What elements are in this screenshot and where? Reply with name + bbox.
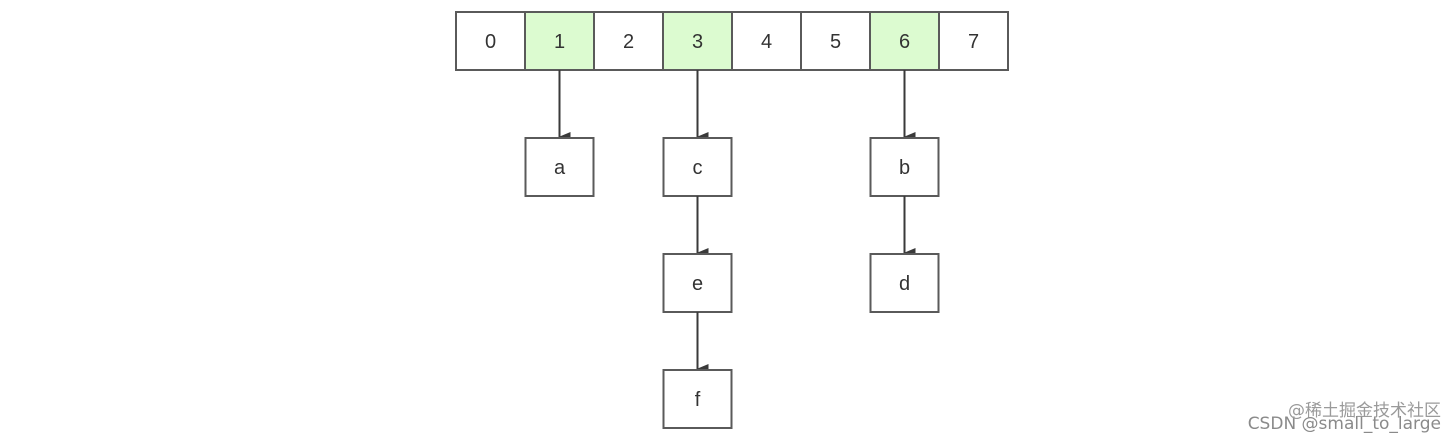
bucket-cell-3: 3 (662, 11, 733, 71)
bucket-cell-box (593, 11, 664, 71)
bucket-index-label: 5 (830, 31, 841, 53)
chain-node-box (524, 137, 595, 197)
chain-node-box (869, 137, 940, 197)
bucket-cell-box (938, 11, 1009, 71)
bucket-cell-1: 1 (524, 11, 595, 71)
chain-node-label: d (899, 273, 910, 295)
bucket-cell-6: 6 (869, 11, 940, 71)
chain-node-label: a (554, 157, 566, 179)
chain-node-box (869, 253, 940, 313)
bucket-cell-box (800, 11, 871, 71)
bucket-cell-4: 4 (731, 11, 802, 71)
chain-node-b: b (869, 137, 940, 197)
bucket-cell-5: 5 (800, 11, 871, 71)
juejin-watermark: @稀土掘金技术社区 (1288, 401, 1441, 421)
chain-node-label: b (899, 157, 910, 179)
bucket-cell-box (455, 11, 526, 71)
bucket-index-label: 1 (554, 31, 565, 53)
chain-node-d: d (869, 253, 940, 313)
csdn-watermark: CSDN @small_to_large (1247, 414, 1441, 434)
bucket-index-label: 2 (623, 31, 634, 53)
bucket-index-label: 7 (968, 31, 979, 53)
bucket-index-label: 6 (899, 31, 910, 53)
chain-node-f: f (662, 369, 733, 429)
chain-node-c: c (662, 137, 733, 197)
chain-node-a: a (524, 137, 595, 197)
bucket-cell-box (731, 11, 802, 71)
chain-slot-6: bd (869, 70, 940, 313)
chain-node-label: f (695, 389, 701, 411)
bucket-index-label: 4 (761, 31, 772, 53)
bucket-cell-2: 2 (593, 11, 664, 71)
chain-slot-3: c e f (662, 70, 733, 429)
bucket-cell-0: 0 (455, 11, 526, 71)
chain-node-label: e (692, 273, 703, 295)
bucket-cell-box (524, 11, 595, 71)
chain-node-box (662, 369, 733, 429)
watermark: CSDN @small_to_large @稀土掘金技术社区 (1247, 401, 1441, 434)
bucket-index-label: 0 (485, 31, 496, 53)
chain-node-e: e (662, 253, 733, 313)
bucket-cell-7: 7 (938, 11, 1009, 71)
chain-node-label: c (693, 157, 703, 179)
bucket-array: 0 1 2 3 4 5 6 7 (455, 11, 1009, 71)
bucket-index-label: 3 (692, 31, 703, 53)
chain-slot-1: a (524, 70, 595, 197)
